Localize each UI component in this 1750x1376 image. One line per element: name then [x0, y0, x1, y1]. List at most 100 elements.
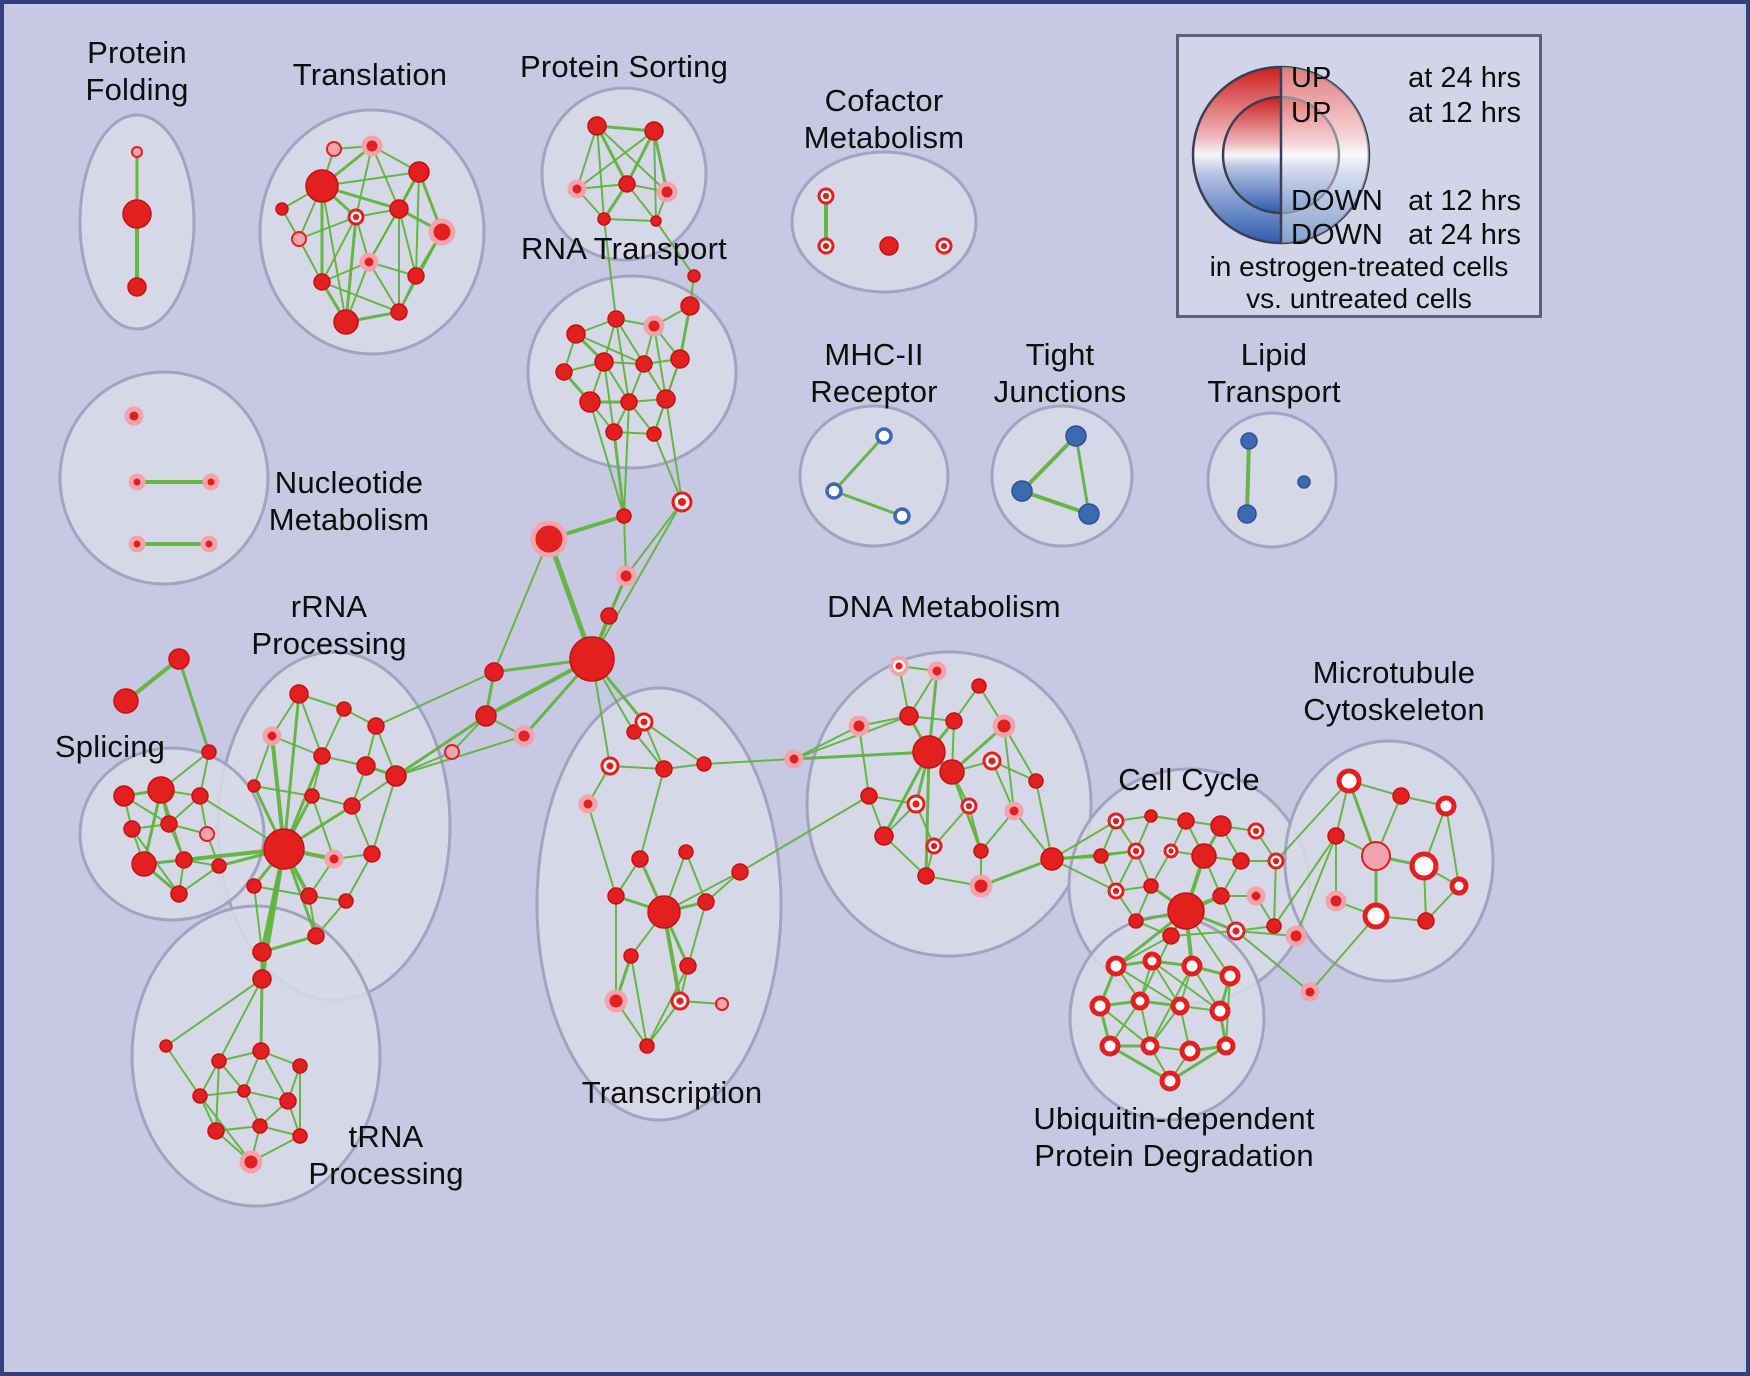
- network-node: [566, 324, 586, 344]
- cluster-ellipse-nucleotide-metabolism: [58, 370, 270, 586]
- network-node: [385, 765, 407, 787]
- network-node: [192, 1088, 208, 1104]
- network-node: [1417, 912, 1435, 930]
- network-node: [252, 1118, 268, 1134]
- network-edge: [259, 977, 264, 1053]
- legend-direction: UP: [1291, 62, 1332, 94]
- network-edge: [1245, 439, 1251, 516]
- network-edge: [1273, 860, 1277, 927]
- network-node: [1336, 768, 1362, 794]
- network-edge: [576, 130, 655, 190]
- network-edge: [858, 725, 870, 797]
- network-node: [263, 828, 305, 870]
- network-edge: [739, 795, 870, 873]
- network-edge: [832, 434, 886, 493]
- network-edge: [1168, 1044, 1228, 1083]
- network-edge: [1275, 780, 1350, 862]
- network-edge: [591, 501, 683, 660]
- network-edge: [589, 401, 625, 517]
- network-node: [1435, 795, 1457, 817]
- network-node: [618, 175, 636, 193]
- network-node: [646, 426, 662, 442]
- network-node: [305, 169, 339, 203]
- network-node: [715, 997, 729, 1011]
- network-node: [389, 199, 409, 219]
- network-edge: [298, 216, 357, 240]
- network-node-core: [352, 213, 360, 221]
- network-node: [128, 535, 146, 553]
- network-node: [643, 315, 665, 337]
- legend-row-down-12: DOWN at 12 hrs: [1179, 185, 1539, 219]
- network-node-core: [640, 718, 648, 726]
- network-node: [697, 893, 715, 911]
- network-edge: [371, 775, 397, 855]
- network-edge: [603, 218, 657, 222]
- network-node: [696, 756, 712, 772]
- network-edge: [587, 803, 617, 897]
- network-edge: [1051, 858, 1117, 892]
- network-node-core: [1168, 848, 1174, 854]
- network-node: [1240, 432, 1258, 450]
- legend-footer-line2: vs. untreated cells: [1246, 283, 1472, 314]
- network-edge: [493, 538, 550, 673]
- network-edge: [595, 124, 629, 186]
- network-node: [428, 218, 456, 246]
- network-node: [874, 826, 894, 846]
- network-node: [731, 863, 749, 881]
- network-node: [160, 815, 178, 833]
- network-node: [917, 867, 935, 885]
- network-node: [444, 744, 460, 760]
- network-node: [292, 1058, 308, 1074]
- network-edge: [615, 318, 630, 403]
- network-node: [635, 355, 653, 373]
- network-edge: [298, 693, 323, 757]
- network-edge: [979, 857, 1054, 888]
- legend-direction: DOWN: [1291, 185, 1383, 217]
- network-node: [1216, 1036, 1236, 1056]
- network-node: [324, 849, 344, 869]
- cluster-ellipse-lipid-transport: [1206, 411, 1338, 549]
- network-node-core: [965, 802, 973, 810]
- network-edge: [653, 433, 683, 503]
- network-node: [647, 895, 681, 929]
- network-edge: [1074, 434, 1091, 516]
- network-node-core: [940, 242, 948, 250]
- network-node: [616, 508, 632, 524]
- network-node-core: [1112, 817, 1120, 825]
- network-edge: [1151, 960, 1221, 1012]
- network-edge: [703, 758, 795, 765]
- network-node: [199, 826, 215, 842]
- network-node: [475, 705, 497, 727]
- network-node: [656, 181, 678, 203]
- network-node-core: [1232, 927, 1240, 935]
- network-node: [170, 885, 188, 903]
- network-node: [567, 179, 587, 199]
- network-edge: [1108, 1044, 1172, 1083]
- network-node: [639, 1038, 655, 1054]
- network-edge: [165, 978, 263, 1047]
- network-node: [579, 391, 601, 413]
- network-edge: [687, 901, 707, 967]
- network-node: [1327, 827, 1345, 845]
- network-node: [246, 878, 262, 894]
- network-node: [1011, 480, 1033, 502]
- network-node: [631, 850, 649, 868]
- network-node: [623, 948, 639, 964]
- network-node: [239, 1150, 263, 1174]
- network-node: [644, 121, 664, 141]
- network-node: [569, 636, 615, 682]
- network-node: [359, 252, 379, 272]
- network-node: [292, 1128, 308, 1144]
- network-node: [159, 1039, 173, 1053]
- network-node: [620, 393, 638, 411]
- network-node: [113, 688, 139, 714]
- network-node: [594, 352, 614, 372]
- network-edge: [345, 853, 373, 902]
- legend-footer-line1: in estrogen-treated cells: [1209, 251, 1509, 282]
- network-edge: [639, 768, 665, 860]
- network-edge: [623, 401, 630, 517]
- network-node: [656, 389, 676, 409]
- network-node: [605, 423, 623, 441]
- network-node: [367, 717, 385, 735]
- network-node: [597, 212, 611, 226]
